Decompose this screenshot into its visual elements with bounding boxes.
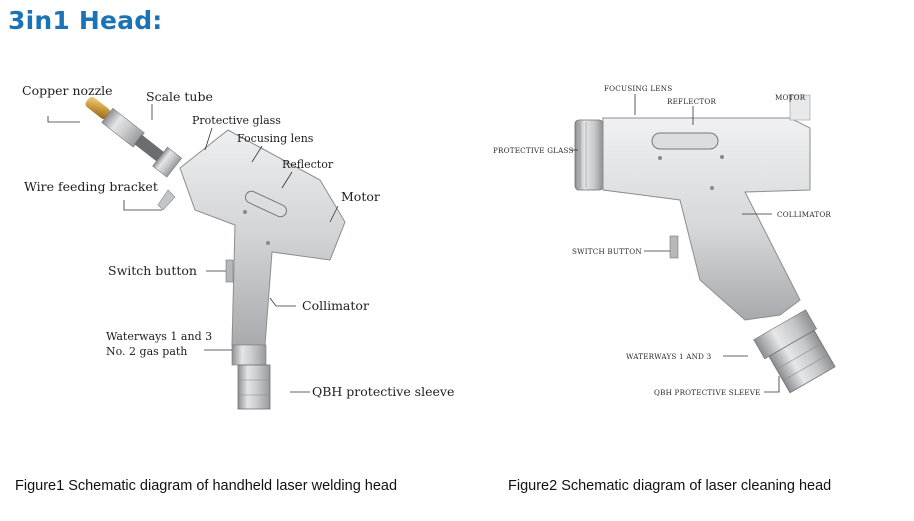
label-copper-nozzle: Copper nozzle <box>22 83 113 98</box>
label2-qbh-sleeve: QBH PROTECTIVE SLEEVE <box>654 388 761 397</box>
reflector-window-2 <box>651 132 719 150</box>
label-protective-glass: Protective glass <box>192 114 281 127</box>
label-switch-button: Switch button <box>108 263 197 278</box>
figure1-caption: Figure1 Schematic diagram of handheld la… <box>15 478 398 494</box>
label-qbh-sleeve: QBH protective sleeve <box>312 384 454 399</box>
label-reflector: Reflector <box>282 158 334 171</box>
label-wire-feeding-bracket: Wire feeding bracket <box>24 179 158 194</box>
switch-button-part <box>225 259 234 283</box>
cleaning-body <box>602 117 811 321</box>
label-scale-tube: Scale tube <box>146 89 213 104</box>
welding-head-diagram: Copper nozzle Scale tube Protective glas… <box>22 83 454 410</box>
label2-waterways: WATERWAYS 1 AND 3 <box>626 352 712 361</box>
label-collimator: Collimator <box>302 298 369 313</box>
label-motor: Motor <box>341 189 380 204</box>
cleaning-head-diagram: FOCUSING LENS REFLECTOR MOTOR PROTECTIVE… <box>493 84 836 397</box>
label2-switch-button: SWITCH BUTTON <box>572 247 642 256</box>
qbh-sleeve-part <box>237 364 271 410</box>
label2-protective-glass: PROTECTIVE GLASS <box>493 146 574 155</box>
nozzle-assembly <box>85 96 183 178</box>
label-waterways-2: No. 2 gas path <box>106 345 187 358</box>
label-waterways-1: Waterways 1 and 3 <box>106 330 212 343</box>
label-focusing-lens: Focusing lens <box>237 132 314 145</box>
page-title: 3in1 Head: <box>8 6 163 35</box>
label2-reflector: REFLECTOR <box>667 97 716 106</box>
figure2-caption: Figure2 Schematic diagram of laser clean… <box>508 478 832 494</box>
switch-button-part-2 <box>669 235 679 259</box>
welding-body <box>179 129 346 346</box>
label2-motor: MOTOR <box>775 93 806 102</box>
label2-collimator: COLLIMATOR <box>777 210 831 219</box>
label2-focusing-lens: FOCUSING LENS <box>604 84 672 93</box>
qbh-sleeve-part-2 <box>768 329 836 394</box>
protective-glass-ring <box>574 119 604 191</box>
reflector-window <box>244 190 288 218</box>
